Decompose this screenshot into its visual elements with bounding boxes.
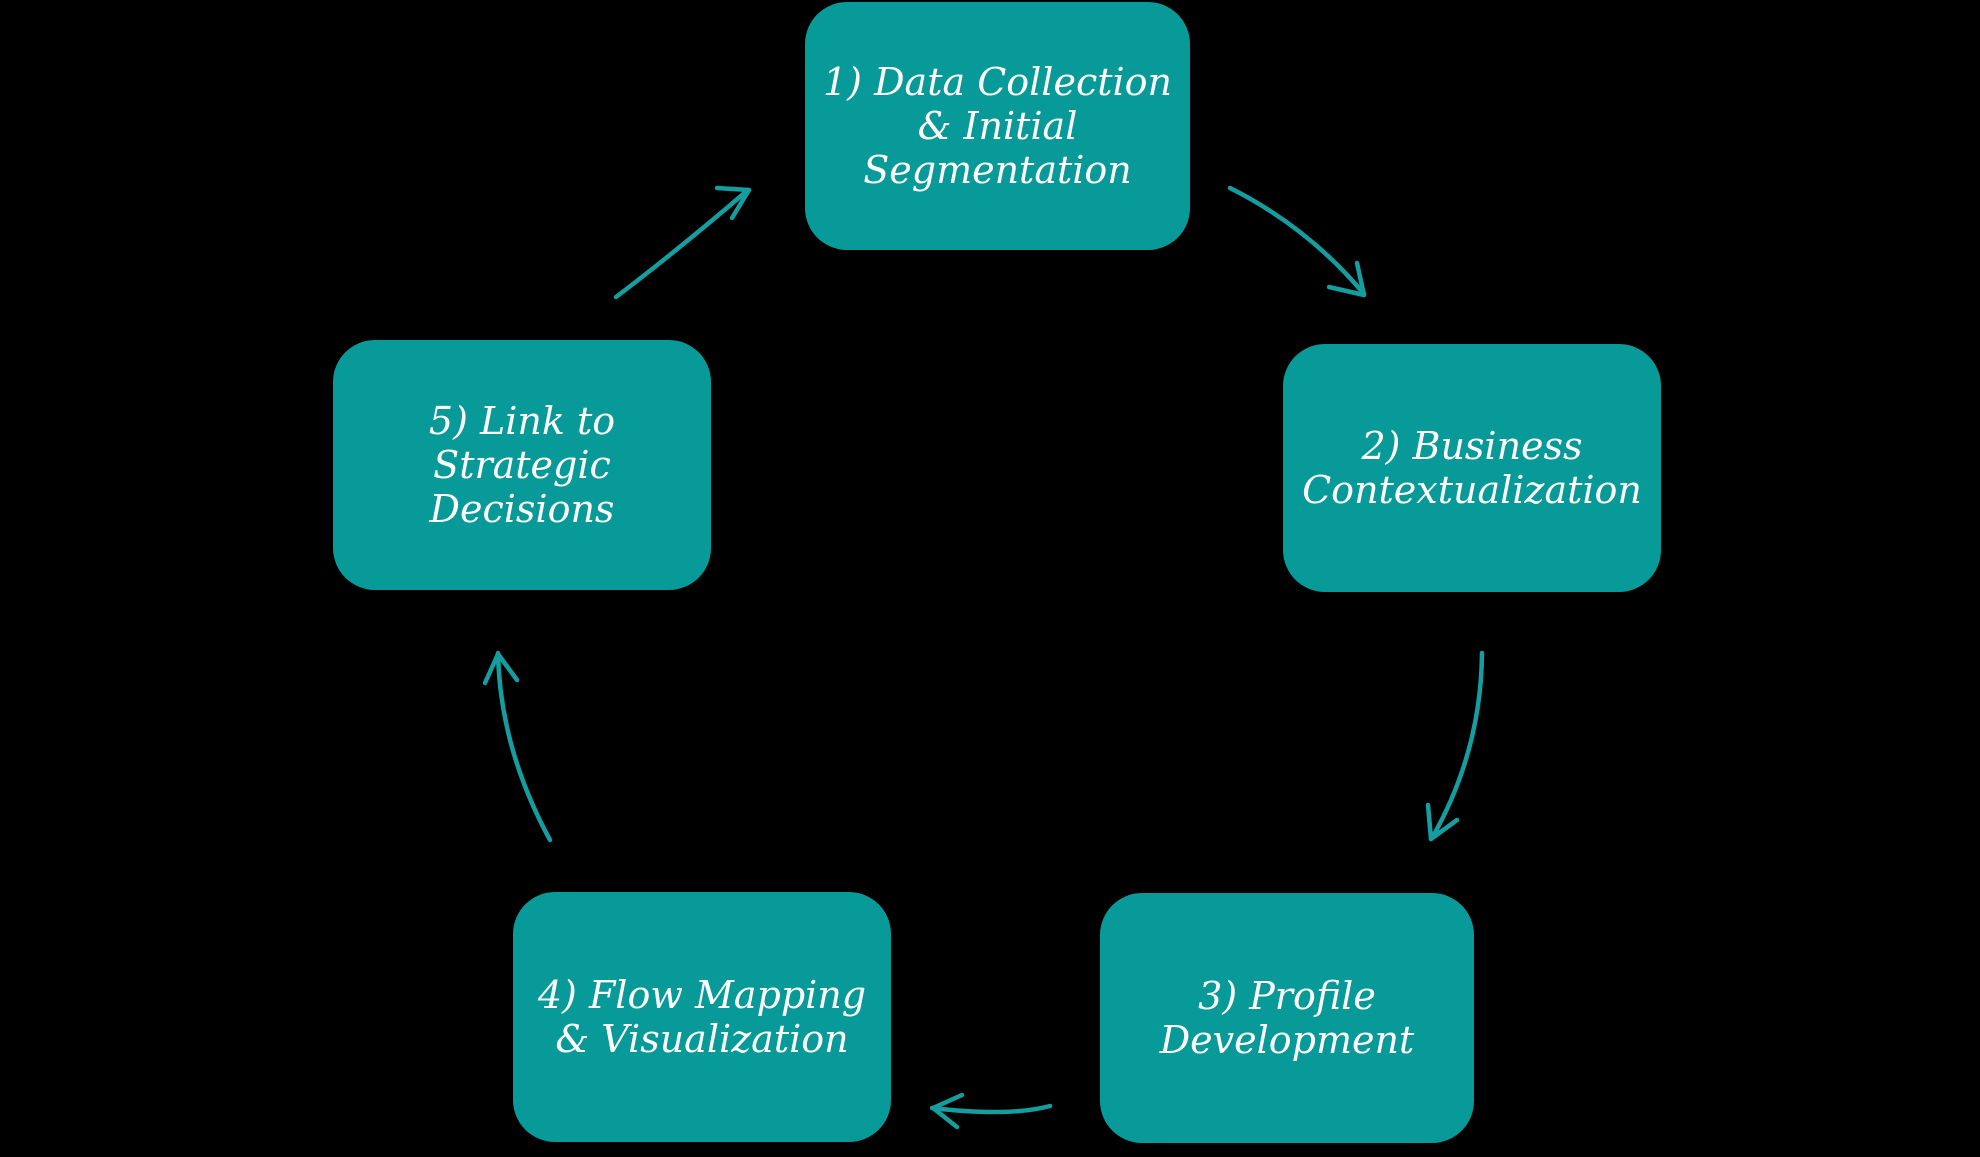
node-label: 1) Data Collection & Initial Segmentatio… bbox=[822, 59, 1172, 193]
arrow-5-to-1 bbox=[613, 185, 752, 300]
node-label: 3) Profile Development bbox=[1159, 973, 1415, 1062]
node-profile-development: 3) Profile Development bbox=[1100, 893, 1474, 1143]
node-flow-mapping-visualization: 4) Flow Mapping & Visualization bbox=[513, 892, 891, 1142]
node-link-to-strategic-decisions: 5) Link to Strategic Decisions bbox=[333, 340, 711, 590]
node-data-collection-initial-segmentation: 1) Data Collection & Initial Segmentatio… bbox=[805, 2, 1190, 250]
arrow-3-to-4 bbox=[929, 1092, 1053, 1130]
arrow-4-to-5 bbox=[482, 650, 553, 843]
node-business-contextualization: 2) Business Contextualization bbox=[1283, 344, 1661, 592]
node-label: 2) Business Contextualization bbox=[1302, 423, 1642, 512]
node-label: 4) Flow Mapping & Visualization bbox=[537, 972, 867, 1061]
arrow-2-to-3 bbox=[1425, 650, 1485, 842]
arrow-1-to-2 bbox=[1227, 185, 1367, 298]
node-label: 5) Link to Strategic Decisions bbox=[428, 398, 616, 532]
